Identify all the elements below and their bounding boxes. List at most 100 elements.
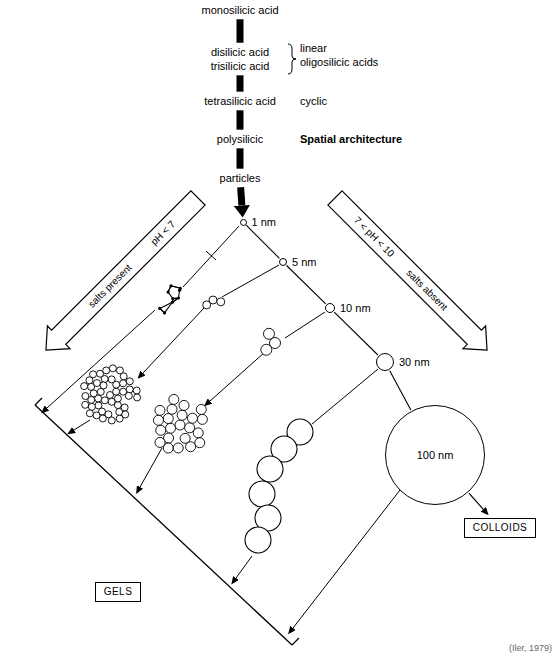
arrow-label: 7 < pH < 10	[351, 214, 396, 259]
aggregation-arrow	[47, 308, 400, 628]
gels-bracket	[35, 398, 299, 645]
illustration-part	[82, 401, 89, 408]
node-text: monosilicic acid	[201, 4, 278, 16]
illustration-part	[114, 395, 121, 402]
reaction-bar	[237, 75, 244, 91]
illustration-part	[125, 392, 132, 399]
node-text: 100 nm	[417, 449, 454, 462]
illustration-part	[101, 397, 108, 404]
node-text: trisilicic acid	[211, 60, 270, 72]
illustration-part	[195, 438, 205, 448]
illustration-part	[177, 410, 187, 420]
node-text: disilicic acid	[211, 46, 269, 58]
side-note: oligosilicic acids	[300, 56, 378, 69]
illustration-part	[293, 490, 400, 628]
flow-step: monosilicic acid	[199, 4, 280, 17]
illustration-part	[93, 380, 100, 387]
hollow-arrow	[35, 187, 210, 362]
illustration-part	[103, 367, 110, 374]
illustration-part	[171, 297, 174, 300]
particle-cluster	[203, 296, 225, 309]
illustration-part	[86, 410, 93, 417]
illustration-part	[236, 556, 252, 578]
node-text: particles	[220, 172, 261, 184]
illustration-part	[108, 417, 115, 424]
illustration-part	[108, 376, 115, 383]
node-text: 1 nm	[252, 216, 276, 229]
illustration-part	[263, 328, 274, 339]
node-text: COLLOIDS	[473, 522, 528, 533]
illustration-part	[257, 456, 283, 482]
arrow-label: salts absent	[404, 267, 450, 313]
node-text: polysilicic	[217, 133, 263, 145]
illustration-part	[114, 402, 121, 409]
illustration-part	[177, 296, 180, 299]
node-text: GELS	[104, 586, 133, 597]
illustration-part	[155, 405, 165, 415]
result-box: GELS	[95, 582, 142, 602]
illustration-part	[90, 390, 97, 397]
node-text: tetrasilicic acid	[204, 95, 276, 107]
illustration-part	[179, 400, 189, 410]
illustration-part	[156, 425, 166, 435]
illustration-part	[178, 289, 181, 292]
citation: (Iler, 1979)	[509, 643, 552, 653]
side-note: Spatial architecture	[300, 133, 402, 146]
illustration-part	[163, 414, 173, 424]
illustration-part	[88, 403, 95, 410]
illustration-part	[47, 310, 155, 408]
side-note: linear	[300, 42, 327, 55]
illustration-part	[126, 386, 133, 393]
illustration-part	[116, 415, 123, 422]
illustration-part	[292, 638, 299, 645]
illustration-part	[173, 443, 183, 453]
illustration-part	[169, 284, 172, 287]
illustration-part	[81, 383, 88, 390]
illustration-part	[97, 388, 104, 395]
growth-line	[183, 226, 378, 424]
illustration-part	[120, 380, 127, 387]
particle-dot: 30 nm	[376, 353, 394, 371]
result-box: COLLOIDS	[464, 518, 537, 538]
reaction-bar	[236, 19, 243, 42]
illustration-part	[285, 312, 325, 338]
flow-step: trisilicic acid	[209, 60, 272, 73]
gel-network	[158, 284, 182, 314]
illustration-part	[261, 344, 272, 355]
illustration-part	[196, 404, 206, 414]
illustration-part	[183, 226, 239, 287]
illustration-part	[245, 527, 271, 553]
particle-cluster	[261, 328, 281, 355]
illustration-part	[222, 265, 279, 297]
particle-dot: 1 nm	[240, 219, 247, 226]
illustration-part	[116, 367, 123, 374]
hollow-arrow	[35, 187, 499, 362]
growth-connector	[469, 493, 483, 509]
illustration-part	[217, 298, 225, 306]
illustration-part	[153, 415, 163, 425]
illustration-part	[166, 290, 169, 293]
side-note: cyclic	[300, 95, 327, 108]
illustration-part	[312, 369, 378, 424]
particle-cluster	[153, 394, 207, 453]
illustration-part	[100, 382, 107, 389]
illustration-part	[203, 301, 211, 309]
illustration-part	[82, 393, 89, 400]
illustration-part	[180, 433, 190, 443]
illustration-part	[93, 412, 100, 419]
growth-connector	[246, 225, 279, 258]
illustration-part	[249, 481, 275, 507]
reaction-bar	[237, 148, 244, 168]
illustration-part	[175, 420, 185, 430]
flow-step: disilicic acid	[209, 46, 271, 59]
reaction-bar	[237, 110, 244, 129]
flow-step: particles	[218, 172, 263, 185]
illustration-part	[169, 394, 179, 404]
flow-step: polysilicic	[215, 133, 265, 146]
arrow-label: salts present	[86, 262, 134, 310]
illustration-part	[134, 394, 141, 401]
particle-dot: 5 nm	[279, 258, 287, 266]
illustration-part	[193, 428, 203, 438]
